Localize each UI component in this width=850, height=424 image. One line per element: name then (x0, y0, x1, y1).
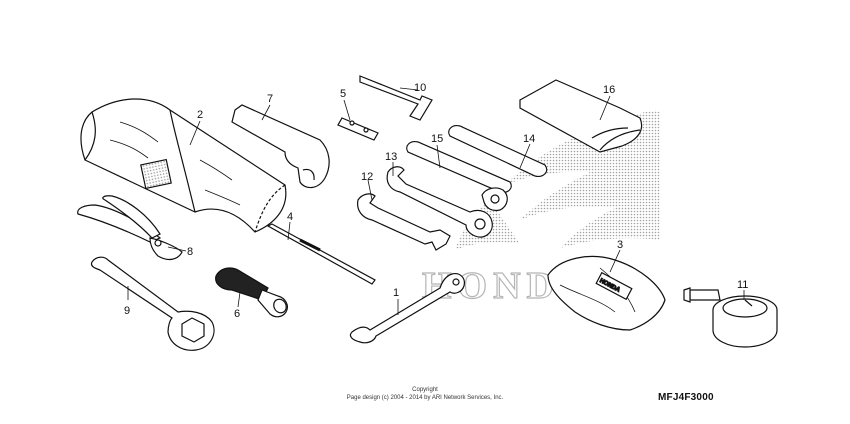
hook-wrench (231, 104, 330, 189)
callout-labels: 1 2 3 4 5 6 7 8 9 10 11 12 13 14 15 16 (124, 82, 748, 320)
pliers (77, 195, 183, 261)
diagram-code: MFJ4F3000 (658, 392, 714, 403)
callout-15: 15 (431, 133, 443, 145)
extension-bar (349, 273, 465, 344)
callout-2: 2 (197, 109, 203, 121)
callout-4: 4 (287, 211, 293, 223)
callout-11: 11 (737, 279, 748, 291)
callout-3: 3 (617, 239, 623, 251)
tool-bag (80, 98, 287, 233)
callout-16: 16 (603, 84, 615, 96)
hex-key (359, 75, 433, 121)
flat-pouch (519, 79, 643, 153)
callout-9: 9 (124, 305, 130, 317)
copyright-title: Copyright (412, 387, 438, 393)
ring-wrench (90, 256, 215, 351)
callout-13: 13 (385, 151, 397, 163)
leader-lines (127, 87, 745, 315)
callout-5: 5 (340, 88, 346, 100)
combination-wrench-13 (386, 166, 508, 238)
callout-10: 10 (414, 82, 426, 94)
callout-1: 1 (393, 287, 399, 299)
socket-handle (215, 267, 289, 318)
callout-14: 14 (523, 133, 535, 145)
screwdriver (266, 223, 376, 285)
callout-7: 7 (267, 93, 273, 105)
open-end-wrench-12 (357, 193, 451, 251)
soft-pouch: HONDA (547, 255, 666, 331)
callout-6: 6 (234, 308, 240, 320)
small-wrench (337, 117, 379, 141)
copyright-notice: Page design (c) 2004 - 2014 by ARI Netwo… (346, 395, 504, 401)
callout-8: 8 (187, 246, 193, 258)
tire-gauge (683, 287, 778, 348)
callout-12: 12 (361, 171, 373, 183)
